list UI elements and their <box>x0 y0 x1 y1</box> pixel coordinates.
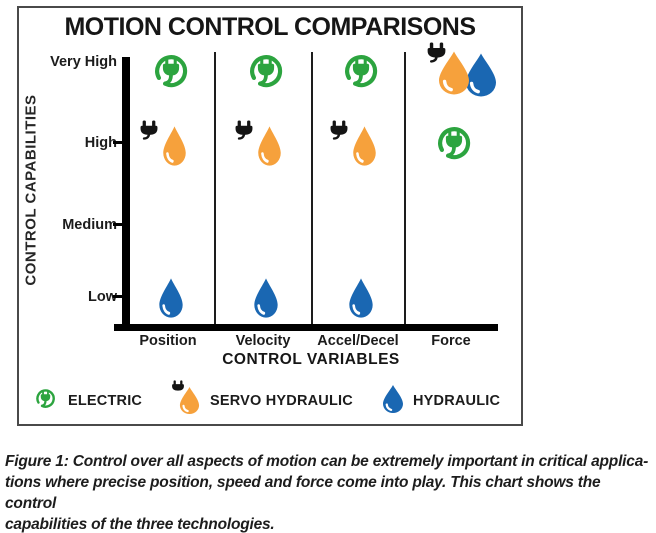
plug-legend-icon <box>172 380 184 391</box>
x-tick-label-acceldecel: Accel/Decel <box>317 333 399 349</box>
plug-body <box>40 394 51 402</box>
legend-label-hydraulic: HYDRAULIC <box>413 393 501 409</box>
y-axis-title: CONTROL CAPABILITIES <box>22 94 40 286</box>
y-tick-mark-low <box>113 295 122 298</box>
column-divider-1 <box>214 52 216 324</box>
figure-caption: Figure 1: Control over all aspects of mo… <box>5 453 649 533</box>
y-tick-mark-high <box>113 141 122 144</box>
prong-right <box>47 390 49 396</box>
electric-legend-icon <box>36 389 55 408</box>
drop-highlight <box>182 404 189 413</box>
hydraulic-legend-icon <box>383 384 403 414</box>
y-tick-label-low: Low <box>88 289 117 305</box>
prong-right <box>180 380 183 385</box>
legend-label-electric: ELECTRIC <box>68 393 143 409</box>
servo-hydraulic-legend-icon <box>179 386 200 415</box>
prong-left <box>42 390 44 396</box>
chart-title: MOTION CONTROL COMPARISONS <box>64 13 476 41</box>
drop-body <box>383 384 403 414</box>
x-axis-line <box>114 324 498 331</box>
plug-body <box>172 384 184 391</box>
drop-highlight <box>385 403 393 411</box>
x-tick-label-force: Force <box>431 333 471 349</box>
column-divider-2 <box>311 52 313 324</box>
drop-body <box>179 386 200 415</box>
y-tick-label-medium: Medium <box>62 217 117 233</box>
y-tick-mark-medium <box>113 223 122 226</box>
prong-left <box>173 380 176 385</box>
cord-tail <box>41 399 47 407</box>
x-tick-label-velocity: Velocity <box>235 333 291 349</box>
column-divider-3 <box>404 52 406 324</box>
y-tick-label-very-high: Very High <box>50 54 117 70</box>
legend-label-servo-hydraulic: SERVO HYDRAULIC <box>210 393 353 409</box>
y-axis-line <box>122 57 130 327</box>
cord-circle <box>36 389 55 408</box>
x-tick-label-position: Position <box>139 333 197 349</box>
x-axis-title: CONTROL VARIABLES <box>222 351 400 368</box>
y-tick-label-high: High <box>84 135 117 151</box>
